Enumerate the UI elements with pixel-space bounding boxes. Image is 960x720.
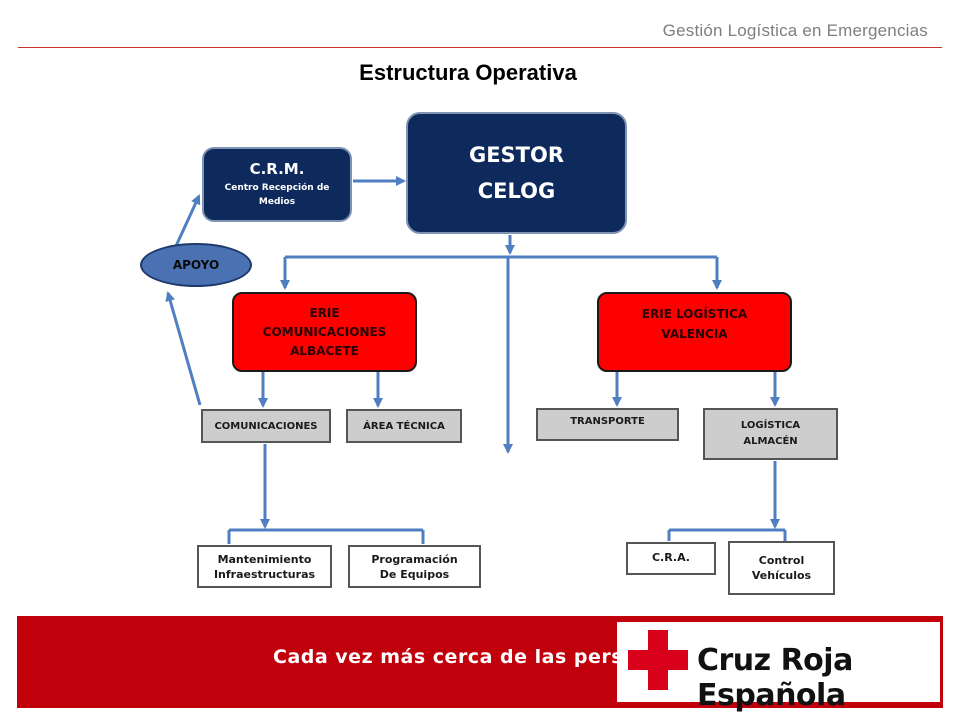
logistica-almacen-box: LOGÍSTICA ALMACÉN [703,408,838,460]
programacion-box: Programación De Equipos [348,545,481,588]
crm-label: C.R.M. [249,160,305,178]
arrow-comunicaciones-to-apoyo [165,291,202,406]
control-vehiculos-box: Control Vehículos [728,541,835,595]
crm-box: C.R.M. Centro Recepción de Medios [202,147,352,222]
header-divider [18,47,942,48]
erie-log-line1: ERIE LOGÍSTICA [641,307,748,321]
cra-label: C.R.A. [651,551,690,564]
area-tecnica-box: ÁREA TÉCNICA [346,409,462,443]
erie-com-line3: ALBACETE [290,343,359,358]
red-cross-icon [628,630,688,690]
erie-comunicaciones-box: ERIE COMUNICACIONES ALBACETE [232,292,417,372]
gestor-label: GESTOR [468,143,565,167]
transporte-label: TRANSPORTE [570,416,645,427]
brand-name: Cruz Roja Española [697,643,853,713]
almacen-label: ALMACÉN [743,436,798,447]
gestor-celog-box: GESTOR CELOG [406,112,627,234]
programacion-line1: Programación [371,552,458,566]
erie-com-line1: ERIE [309,305,340,320]
erie-logistica-box: ERIE LOGÍSTICA VALENCIA [597,292,792,372]
celog-label: CELOG [477,179,556,203]
comunicaciones-label: COMUNICACIONES [214,420,318,432]
control-label: Control [758,554,805,567]
arrow-apoyo-to-crm [174,194,201,247]
apoyo-oval: APOYO [140,243,252,287]
crm-subtitle-1: Centro Recepción de [224,183,330,193]
erie-com-line2: COMUNICACIONES [262,324,387,339]
footer-slogan: Cada vez más cerca de las personas [273,646,676,668]
area-tecnica-label: ÁREA TÉCNICA [363,420,445,432]
transporte-box: TRANSPORTE [536,408,679,441]
comunicaciones-box: COMUNICACIONES [201,409,331,443]
erie-log-line2: VALENCIA [661,327,728,341]
cra-box: C.R.A. [626,542,716,575]
mantenimiento-line1: Mantenimiento [217,552,312,566]
mantenimiento-box: Mantenimiento Infraestructuras [197,545,332,588]
programacion-line2: De Equipos [379,567,450,581]
crm-subtitle-2: Medios [258,197,296,207]
logistica-label: LOGÍSTICA [740,420,801,431]
presentation-title: Gestión Logística en Emergencias [662,21,928,40]
slide-title: Estructura Operativa [359,60,577,85]
vehiculos-label: Vehículos [751,569,812,582]
mantenimiento-line2: Infraestructuras [213,567,316,581]
